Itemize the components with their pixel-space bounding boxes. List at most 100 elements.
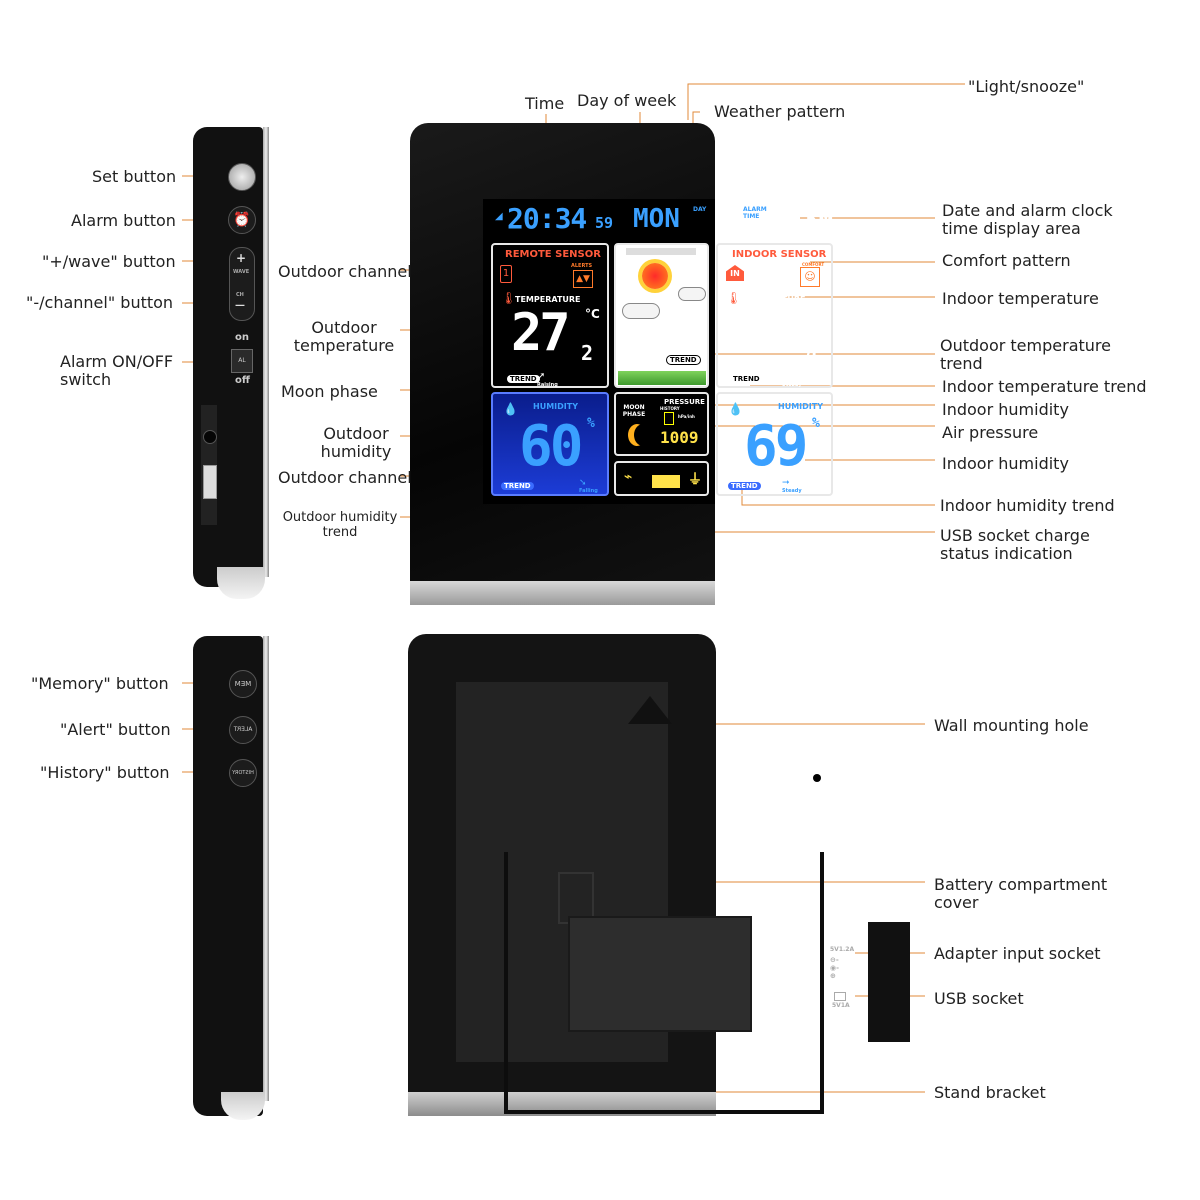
side-view-top: ⏰ + WAVE CH — on AL off <box>193 127 269 599</box>
indoor-temp-int: 23 <box>736 303 796 363</box>
remote-sensor-title: REMOTE SENSOR <box>505 249 601 260</box>
outdoor-temp-trend-badge: TREND <box>507 375 540 383</box>
indoor-percent: % <box>812 416 820 431</box>
outdoor-temp-int: 27 <box>511 303 571 363</box>
pressure-value: 1009 <box>660 428 699 447</box>
weather-trend-badge: TREND <box>666 355 701 365</box>
outdoor-humidity-trend-text: Falling <box>579 488 598 494</box>
alerts-tag: ALERTS <box>571 263 593 269</box>
alarm-on-off-switch[interactable]: AL <box>231 349 253 373</box>
label-stand-bracket: Stand bracket <box>934 1083 1046 1102</box>
signal-icon: ◢ <box>495 211 503 222</box>
alarm-time-display: 6:30 <box>771 204 834 234</box>
indoor-humidity-trend-text: Steady <box>782 488 802 494</box>
indoor-humidity-value: 69 <box>744 414 808 479</box>
day-display: MON <box>633 204 680 234</box>
stand-bracket <box>504 852 824 1114</box>
outdoor-temp-dec: 2 <box>581 341 594 365</box>
memory-button[interactable]: MEM <box>229 670 257 698</box>
label-comfort-pattern: Comfort pattern <box>942 251 1071 270</box>
thermometer-icon: 🌡 <box>501 291 517 305</box>
time-display: 20:34 <box>507 202 587 235</box>
label-history-button: "History" button <box>40 763 170 782</box>
plus-wave-button[interactable]: + <box>236 251 247 265</box>
outdoor-humidity-label: HUMIDITY <box>533 402 578 411</box>
label-alert-button: "Alert" button <box>60 720 171 739</box>
minus-channel-button[interactable]: — <box>235 300 245 311</box>
indoor-steady-arrow-icon: ➞ <box>782 478 790 488</box>
temperature-label: TEMPERATURE <box>515 295 581 304</box>
side-foot <box>217 567 265 599</box>
label-indoor-humidity-trend: Indoor humidity trend <box>940 496 1115 515</box>
steady-arrow-icon: ➞ <box>782 371 791 382</box>
label-moon-phase: Moon phase <box>281 382 378 401</box>
outdoor-percent: % <box>587 416 595 431</box>
side-bezel <box>263 127 269 577</box>
dc-jack-socket[interactable] <box>203 430 217 444</box>
grass-icon <box>618 371 706 385</box>
history-tag: HISTORY <box>660 406 680 411</box>
outdoor-deg-c: °C <box>585 307 600 321</box>
indoor-humidity-label: HUMIDITY <box>778 402 823 411</box>
outdoor-humidity-value: 60 <box>519 414 583 479</box>
alert-button[interactable]: ALERT <box>229 716 257 744</box>
indoor-deg-c: °C <box>810 307 825 321</box>
cloud-icon-left <box>622 303 660 319</box>
weather-pattern-panel: TREND <box>614 243 709 388</box>
set-button[interactable] <box>228 163 256 191</box>
ch-label: CH <box>236 292 244 298</box>
reset-hole <box>813 774 821 782</box>
outdoor-humidity-panel: 💧 HUMIDITY 60 % TREND ➘ Falling <box>491 392 609 496</box>
alarm-button[interactable]: ⏰ <box>228 206 256 234</box>
indoor-sensor-panel: INDOOR SENSOR IN COMFORT ☺ 🌡 TEMPERATURE… <box>716 243 833 388</box>
label-time: Time <box>525 94 565 113</box>
channel-indicator: 1 <box>500 265 512 283</box>
wave-label: WAVE <box>233 269 250 275</box>
history-button[interactable]: HISTORY <box>229 759 257 787</box>
side2-housing <box>193 636 263 1116</box>
label-indoor-temperature: Indoor temperature <box>942 289 1099 308</box>
usb-icon: ⌁ <box>624 469 633 485</box>
side-socket-recess <box>868 922 910 1042</box>
adapter-polarity-icon: ⊖-◉-⊕ <box>830 956 840 980</box>
pressure-label: PRESSURE <box>664 398 705 406</box>
moon-pressure-panel: MOON PHASE PRESSURE HISTORY hPa/inh 1009 <box>614 392 709 456</box>
label-alarm-button: Alarm button <box>71 211 176 230</box>
history-bars-icon <box>664 412 674 425</box>
usb-spec: 5V1A <box>832 1002 850 1009</box>
adapter-spec: 5V1.2A <box>830 946 855 953</box>
rocker-button <box>229 247 255 321</box>
day-tag: DAY <box>693 206 707 213</box>
label-minus-channel-button: "-/channel" button <box>26 293 174 312</box>
pressure-unit: hPa/inh <box>678 414 695 419</box>
weather-station-back: 5V1.2A ⊖-◉-⊕ 5V1A <box>408 634 910 1116</box>
moon-phase-label: MOON PHASE <box>622 404 646 418</box>
label-indoor-humidity-1: Indoor humidity <box>942 400 1069 419</box>
indoor-temp-trend-text: Steady <box>782 382 802 388</box>
moon-icon <box>634 424 652 446</box>
off-label: off <box>235 375 250 386</box>
label-light-snooze: "Light/snooze" <box>968 77 1085 96</box>
side-view-bottom: MEM ALERT HISTORY <box>193 636 269 1120</box>
label-day-of-week: Day of week <box>577 91 677 110</box>
alarm-tag: ALARM TIME <box>743 206 767 220</box>
label-wall-hole: Wall mounting hole <box>934 716 1089 735</box>
usb-port[interactable] <box>203 465 217 499</box>
usb-status-panel: ⌁ ⏚ <box>614 461 709 496</box>
label-set-button: Set button <box>92 167 177 186</box>
forecast-bar <box>626 248 696 255</box>
label-outdoor-channel-1: Outdoor channel <box>278 262 412 281</box>
label-outdoor-channel-2: Outdoor channel <box>278 468 412 487</box>
sun-icon <box>642 263 668 289</box>
cloud-icon-right <box>678 287 706 301</box>
indoor-humidity-panel: 💧 HUMIDITY 69 % TREND ➞ Steady <box>716 392 833 496</box>
outdoor-humidity-trend-badge: TREND <box>501 482 534 490</box>
falling-arrow-icon: ➘ <box>579 478 587 488</box>
label-adapter-socket: Adapter input socket <box>934 944 1101 963</box>
